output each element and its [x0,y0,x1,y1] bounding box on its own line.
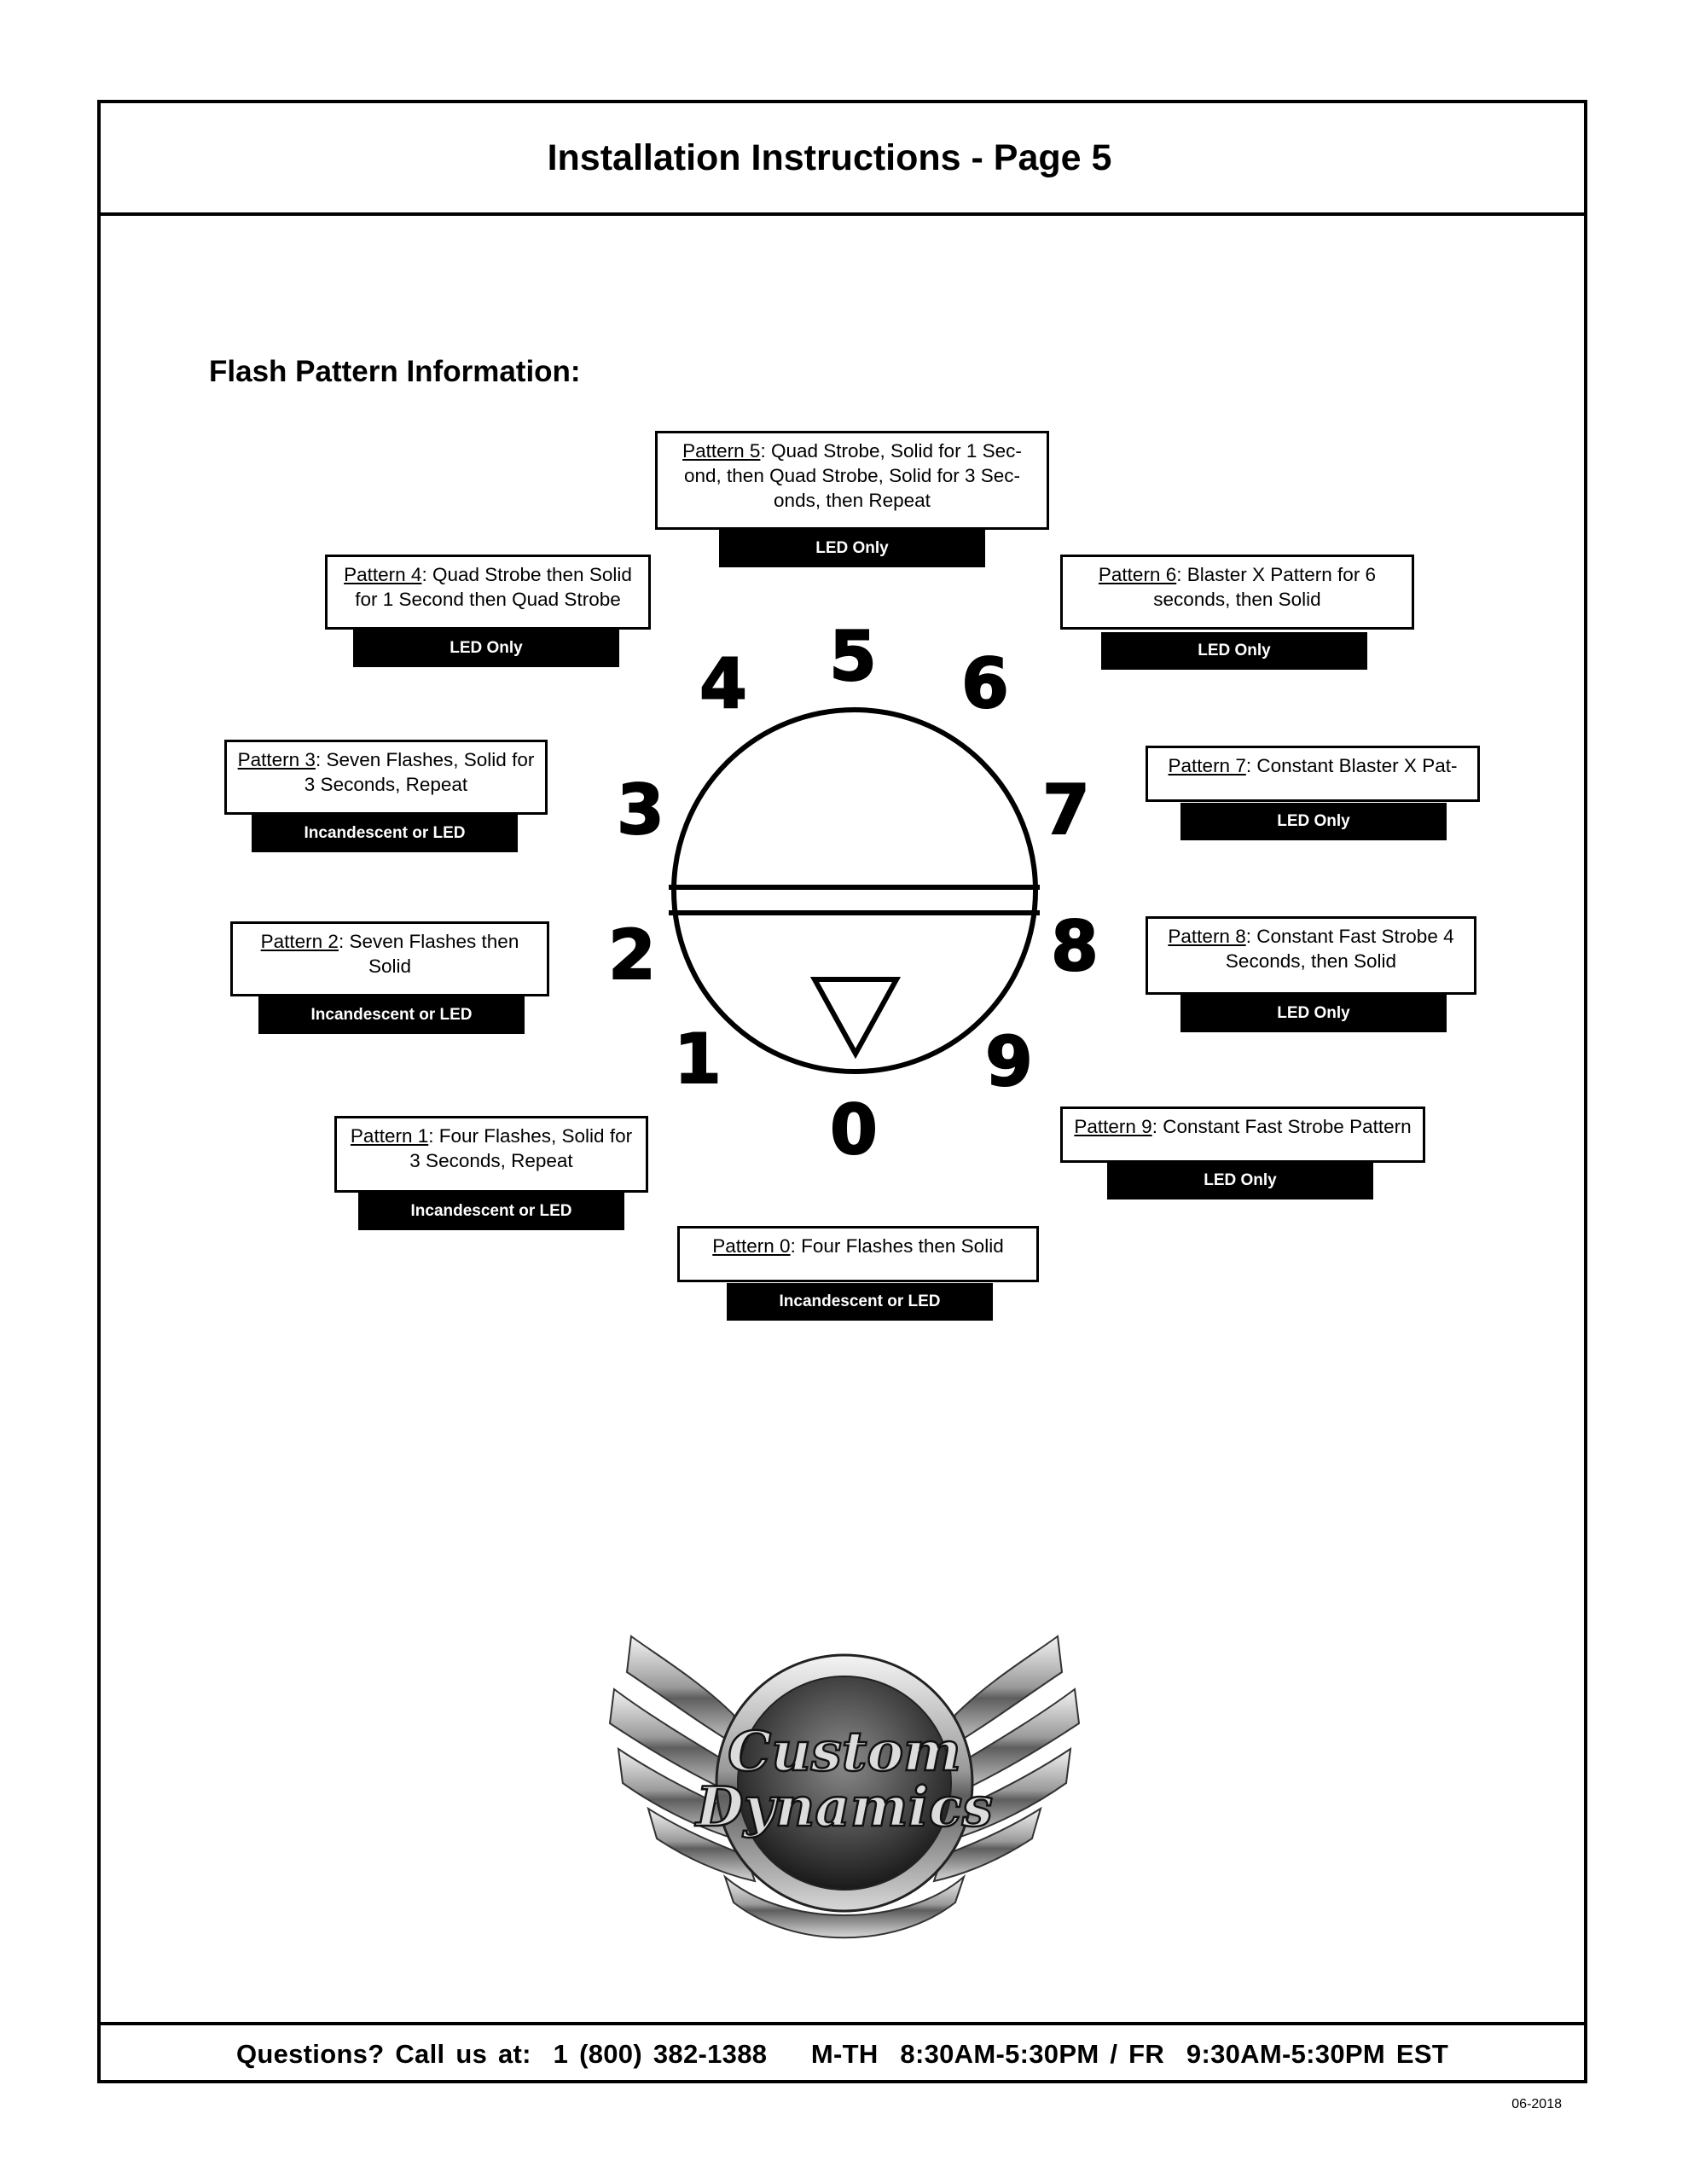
pattern-3-label: Pattern 3 [237,749,316,770]
date-code: 06-2018 [1511,2097,1562,2111]
pattern-7-text: : Constant Blaster X Pat- [1245,755,1458,776]
pattern-6-box: Pattern 6: Blaster X Pattern for 6 secon… [1060,555,1414,630]
pattern-2-tag: Incandescent or LED [258,996,525,1034]
dial-number-4: 4 [699,644,748,723]
pattern-8-box: Pattern 8: Constant Fast Strobe 4 Second… [1146,916,1476,995]
rotary-switch-diagram [669,707,1040,1074]
dial-pointer-triangle-icon [809,977,902,1060]
pattern-8-label: Pattern 8 [1168,926,1246,947]
pattern-4-label: Pattern 4 [344,564,422,585]
pattern-7-tag: LED Only [1180,803,1447,840]
pattern-5-box: Pattern 5: Quad Strobe, Solid for 1 Sec-… [655,431,1049,530]
pattern-0-box: Pattern 0: Four Flashes then Solid [677,1226,1039,1282]
pattern-0-label: Pattern 0 [712,1235,791,1257]
pattern-4-tag: LED Only [353,630,619,667]
pattern-5-tag: LED Only [719,530,985,567]
dial-number-7: 7 [1041,770,1091,850]
dial-number-2: 2 [607,915,657,995]
dial-number-6: 6 [960,644,1010,723]
dial-number-0: 0 [829,1090,879,1170]
pattern-8-tag: LED Only [1180,995,1447,1032]
pattern-6-label: Pattern 6 [1098,564,1177,585]
pattern-9-text: : Constant Fast Strobe Pattern [1151,1116,1412,1137]
pattern-2-label: Pattern 2 [260,931,339,952]
pattern-3-text: : Seven Flashes, Solid for 3 Seconds, Re… [304,749,535,795]
custom-dynamics-logo: Custom Dynamics [608,1635,1081,1939]
section-title: Flash Pattern Information: [209,355,581,388]
pattern-0-text: : Four Flashes then Solid [790,1235,1004,1257]
dial-circle [671,707,1038,1074]
pattern-9-label: Pattern 9 [1074,1116,1152,1137]
page-title: Installation Instructions - Page 5 [547,136,1112,178]
dial-number-8: 8 [1050,907,1099,986]
pattern-0-tag: Incandescent or LED [727,1283,993,1321]
pattern-1-tag: Incandescent or LED [358,1193,624,1230]
pattern-5-text: : Quad Strobe, Solid for 1 Sec- ond, the… [684,440,1022,511]
pattern-4-box: Pattern 4: Quad Strobe then Solid for 1 … [325,555,651,630]
logo-line1: Custom [728,1720,960,1784]
dial-number-1: 1 [673,1019,722,1099]
pattern-8-text: : Constant Fast Strobe 4 Seconds, then S… [1225,926,1454,972]
dial-number-5: 5 [828,617,878,696]
page-footer: Questions? Call us at: 1 (800) 382-1388 … [97,2022,1587,2083]
pattern-1-text: : Four Flashes, Solid for 3 Seconds, Rep… [409,1125,633,1171]
pattern-9-tag: LED Only [1107,1162,1373,1199]
dial-number-9: 9 [984,1022,1034,1101]
pattern-1-label: Pattern 1 [350,1125,429,1147]
dial-number-3: 3 [616,770,665,850]
pattern-2-text: : Seven Flashes then Solid [338,931,519,977]
pattern-2-box: Pattern 2: Seven Flashes then Solid [230,921,549,996]
pattern-5-label: Pattern 5 [682,440,761,462]
pattern-6-tag: LED Only [1101,632,1367,670]
pattern-1-box: Pattern 1: Four Flashes, Solid for 3 Sec… [334,1116,648,1193]
pattern-4-text: : Quad Strobe then Solid for 1 Second th… [355,564,632,610]
page-header: Installation Instructions - Page 5 [97,100,1587,216]
pattern-6-text: : Blaster X Pattern for 6 seconds, then … [1153,564,1377,610]
footer-contact-text: Questions? Call us at: 1 (800) 382-1388 … [235,2039,1449,2069]
pattern-3-box: Pattern 3: Seven Flashes, Solid for 3 Se… [224,740,548,815]
pattern-9-box: Pattern 9: Constant Fast Strobe Pattern [1060,1107,1425,1163]
logo-line2: Dynamics [694,1775,993,1839]
pattern-7-label: Pattern 7 [1168,755,1246,776]
pattern-3-tag: Incandescent or LED [252,815,518,852]
pattern-7-box: Pattern 7: Constant Blaster X Pat- [1146,746,1480,802]
